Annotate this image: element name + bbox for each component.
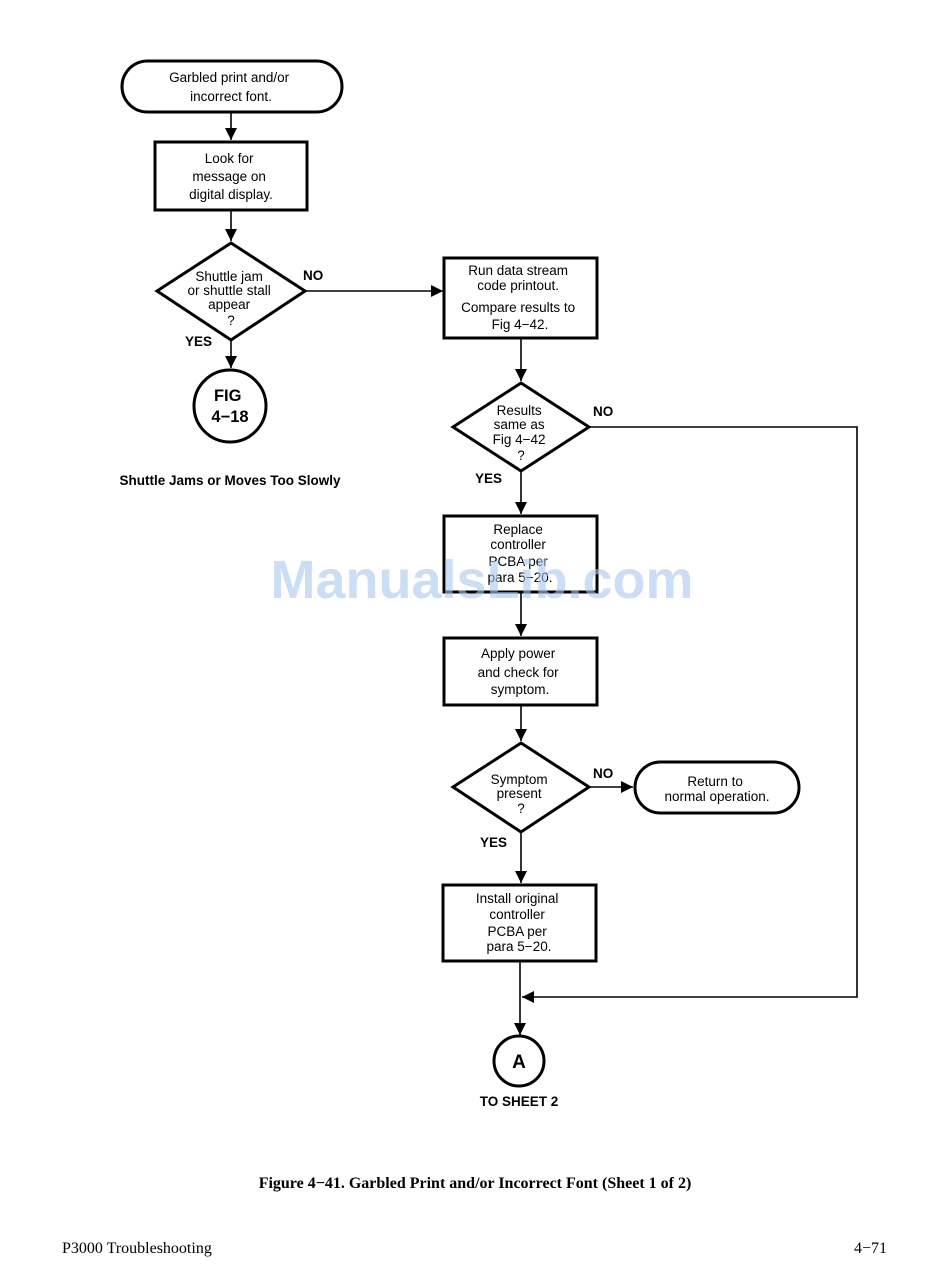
install-line-3: PCBA per	[487, 924, 547, 939]
replace-line-3: PCBA per	[488, 554, 548, 569]
fig-4-18-line-2: 4−18	[211, 408, 248, 426]
decision-2-yes-label: YES	[475, 471, 502, 486]
svg-text:Install original control: Install original controller PCBA per par…	[476, 891, 562, 954]
apply-line-2: and check for	[478, 665, 560, 680]
replace-line-2: controller	[490, 537, 546, 552]
footer-title: P3000 Troubleshooting	[62, 1240, 212, 1257]
run-line-1: Run data stream	[468, 263, 568, 278]
decision-1-yes-label: YES	[185, 334, 212, 349]
footer-page-number: 4−71	[854, 1240, 887, 1257]
decision-2-line-1: Results	[497, 403, 542, 418]
start-line-1: Garbled print and/or	[169, 70, 290, 85]
decision-3-line-3: ?	[517, 801, 525, 816]
return-line-2: normal operation.	[664, 789, 769, 804]
run-line-3: Compare results to	[461, 300, 575, 315]
replace-line-4: para 5−20.	[488, 570, 553, 585]
flow-connectors	[225, 112, 858, 1035]
connector-a: A	[492, 1034, 546, 1088]
decision-1-line-1: Shuttle jam	[195, 269, 263, 284]
results-same-decision: Results same as Fig 4−42 ?	[450, 381, 592, 473]
symptom-present-decision: Symptom present ?	[450, 741, 592, 834]
decision-3-no-label: NO	[593, 766, 613, 781]
start-line-2: incorrect font.	[190, 89, 272, 104]
svg-text:Return to normal operati: Return to normal operation.	[664, 774, 769, 804]
figure-caption: Figure 4−41. Garbled Print and/or Incorr…	[259, 1175, 692, 1192]
look-line-1: Look for	[205, 151, 254, 166]
replace-line-1: Replace	[493, 522, 543, 537]
decision-2-no-label: NO	[593, 404, 613, 419]
run-data-stream-box: Run data stream code printout. Compare r…	[442, 256, 599, 340]
edge-decision-2-no	[522, 426, 858, 1003]
shuttle-jam-decision: Shuttle jam or shuttle stall appear ?	[154, 241, 308, 342]
install-line-1: Install original	[476, 891, 559, 906]
start-terminator: Garbled print and/or incorrect font.	[120, 59, 344, 114]
install-line-4: para 5−20.	[487, 939, 552, 954]
decision-2-line-2: same as	[494, 417, 545, 432]
svg-text:Symptom present ?: Symptom present ?	[491, 772, 552, 816]
look-line-3: digital display.	[189, 187, 273, 202]
return-to-normal-terminator: Return to normal operation.	[633, 760, 801, 815]
decision-1-line-4: ?	[227, 313, 235, 328]
svg-text:Run data stream code pri: Run data stream code printout. Compare r…	[461, 263, 579, 332]
decision-1-no-label: NO	[303, 268, 323, 283]
svg-text:Shuttle jam or shuttle s: Shuttle jam or shuttle stall appear ?	[187, 269, 274, 328]
decision-1-line-3: appear	[208, 297, 251, 312]
decision-3-line-2: present	[497, 786, 542, 801]
svg-text:FIG 4−18: FIG 4−18	[211, 387, 248, 426]
fig-4-18-connector: FIG 4−18	[192, 368, 268, 444]
decision-3-yes-label: YES	[480, 835, 507, 850]
connector-a-label: A	[512, 1052, 526, 1073]
watermark: ManualsLib.com	[270, 550, 693, 610]
apply-line-3: symptom.	[491, 682, 550, 697]
apply-power-box: Apply power and check for symptom.	[442, 636, 599, 707]
fig-4-18-line-1: FIG	[214, 387, 242, 405]
replace-controller-box: Replace controller PCBA per para 5−20.	[442, 514, 599, 594]
apply-line-1: Apply power	[481, 646, 556, 661]
install-original-box: Install original controller PCBA per par…	[441, 883, 598, 963]
svg-text:Apply power and check fo: Apply power and check for symptom.	[478, 646, 563, 697]
look-for-message-box: Look for message on digital display.	[153, 140, 309, 212]
decision-2-line-4: ?	[517, 448, 525, 463]
svg-text:Results same as Fi: Results same as Fig 4−42 ?	[493, 403, 550, 463]
decision-3-line-1: Symptom	[491, 772, 548, 787]
svg-text:Garbled print and/or inc: Garbled print and/or incorrect font.	[169, 70, 293, 104]
decision-2-line-3: Fig 4−42	[493, 432, 546, 447]
run-line-2: code printout.	[477, 278, 559, 293]
return-line-1: Return to	[687, 774, 743, 789]
to-sheet-label: TO SHEET 2	[480, 1094, 559, 1109]
svg-text:Look for message on: Look for message on digital display.	[189, 151, 273, 202]
install-line-2: controller	[489, 907, 545, 922]
run-line-4: Fig 4−42.	[492, 317, 549, 332]
look-line-2: message on	[192, 169, 266, 184]
svg-text:Replace controller: Replace controller PCBA per para 5−20.	[488, 522, 553, 585]
fig-4-18-caption: Shuttle Jams or Moves Too Slowly	[119, 473, 341, 488]
decision-1-line-2: or shuttle stall	[187, 283, 270, 298]
